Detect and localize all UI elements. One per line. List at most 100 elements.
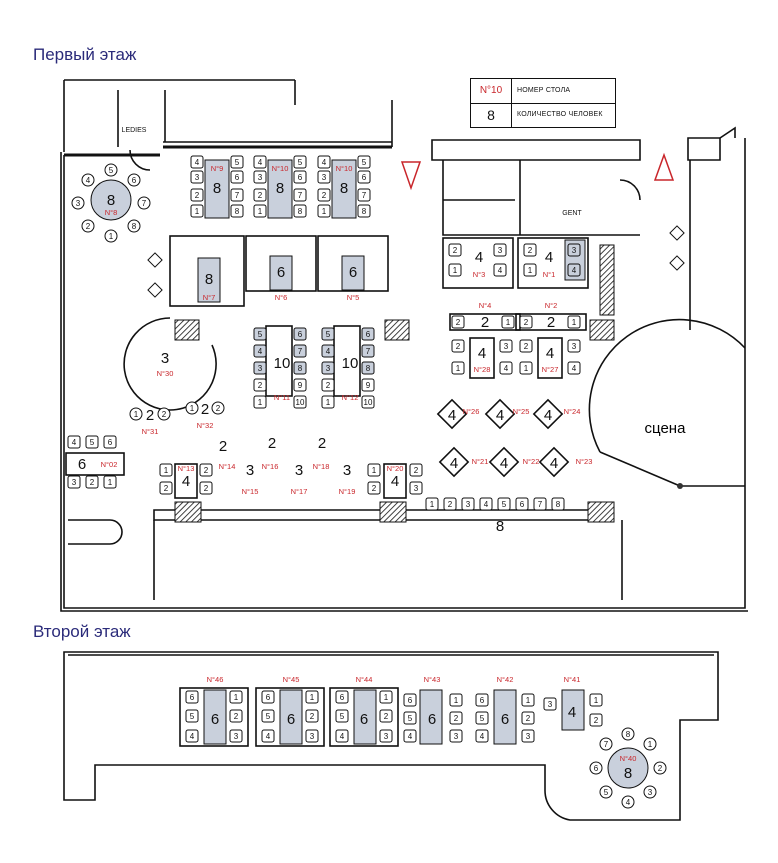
table-n30[interactable]: 3 N°30 bbox=[123, 317, 217, 411]
table-n22[interactable]: 4 N°22 bbox=[488, 446, 540, 478]
svg-text:3: 3 bbox=[310, 732, 315, 741]
stage-label: сцена bbox=[645, 420, 687, 437]
gent-room-label: GENT bbox=[562, 210, 582, 217]
table-n13[interactable]: 4 N°13 bbox=[174, 463, 198, 499]
svg-text:1: 1 bbox=[528, 266, 533, 275]
table-n10-a[interactable]: 8 N°10 bbox=[267, 159, 293, 219]
table-seats: 6 bbox=[287, 711, 295, 728]
svg-text:1: 1 bbox=[526, 696, 531, 705]
table-number: N°13 bbox=[178, 464, 195, 473]
table-number: N°28 bbox=[474, 365, 491, 374]
table-number: N°23 bbox=[576, 457, 593, 466]
table-n5[interactable]: 6 N°5 bbox=[341, 255, 365, 302]
table-n45[interactable]: 6 N°45 bbox=[255, 675, 325, 747]
chair: 8 bbox=[551, 497, 565, 511]
table-n3[interactable]: 4 N°3 bbox=[442, 237, 514, 289]
chair: 4 bbox=[567, 263, 581, 277]
table-number: N°15 bbox=[242, 487, 259, 496]
table-n23[interactable]: 4 N°23 bbox=[538, 446, 593, 478]
table-n31[interactable]: 2 N°31 bbox=[142, 407, 159, 436]
table-n25[interactable]: 4 N°25 bbox=[484, 398, 530, 430]
table-seats: 8 bbox=[276, 180, 284, 197]
first-floor-title: Первый этаж bbox=[33, 45, 137, 64]
table-n24[interactable]: 4 N°24 bbox=[532, 398, 581, 430]
svg-text:10: 10 bbox=[296, 398, 305, 407]
chair: 7 bbox=[357, 188, 371, 202]
svg-text:6: 6 bbox=[190, 693, 195, 702]
chair: 3 bbox=[567, 243, 581, 257]
svg-text:2: 2 bbox=[322, 191, 327, 200]
svg-text:4: 4 bbox=[408, 732, 413, 741]
table-number: N°12 bbox=[342, 393, 359, 402]
chair: 1 bbox=[229, 690, 243, 704]
chair: 3 bbox=[409, 481, 423, 495]
table-n44[interactable]: 6 N°44 bbox=[329, 675, 399, 747]
table-n26[interactable]: 4 N°26 bbox=[436, 398, 480, 430]
svg-text:6: 6 bbox=[366, 330, 371, 339]
table-n6[interactable]: 6 N°6 bbox=[269, 255, 293, 302]
chair: 2 bbox=[253, 378, 267, 392]
svg-text:4: 4 bbox=[484, 500, 489, 509]
table-number: N°46 bbox=[207, 675, 224, 684]
svg-text:3: 3 bbox=[384, 732, 389, 741]
bar-counter[interactable]: 8 bbox=[496, 518, 504, 535]
chair: 3 bbox=[461, 497, 475, 511]
svg-text:6: 6 bbox=[266, 693, 271, 702]
table-n11[interactable]: 10 N°11 bbox=[265, 325, 293, 402]
table-n17[interactable]: 3 N°17 bbox=[291, 462, 308, 496]
table-n46[interactable]: 6 N°46 bbox=[179, 675, 249, 747]
svg-text:1: 1 bbox=[109, 232, 114, 241]
table-n8[interactable]: 8 N°8 bbox=[90, 179, 132, 221]
table-n19[interactable]: 3 N°19 bbox=[339, 462, 356, 496]
table-n16[interactable]: 2 N°16 bbox=[262, 435, 279, 471]
table-n9[interactable]: 8 N°9 bbox=[204, 159, 230, 219]
chair: 5 bbox=[475, 711, 489, 725]
table-n21[interactable]: 4 N°21 bbox=[438, 446, 489, 478]
svg-text:2: 2 bbox=[384, 712, 389, 721]
table-n10-b[interactable]: 8 N°10 bbox=[331, 159, 357, 219]
chair: 4 bbox=[479, 497, 493, 511]
svg-text:4: 4 bbox=[72, 438, 77, 447]
table-n18[interactable]: 2 N°18 bbox=[313, 435, 330, 471]
chair: 3 bbox=[643, 785, 657, 799]
chair: 4 bbox=[475, 729, 489, 743]
legend-table-number-label: НОМЕР СТОЛА bbox=[517, 87, 571, 94]
table-n14[interactable]: 2 N°14 bbox=[219, 438, 236, 471]
table-n15[interactable]: 3 N°15 bbox=[242, 462, 259, 496]
svg-text:3: 3 bbox=[414, 484, 419, 493]
table-n12[interactable]: 10 N°12 bbox=[333, 325, 361, 402]
columns bbox=[174, 244, 615, 523]
table-number: N°18 bbox=[313, 462, 330, 471]
svg-text:7: 7 bbox=[604, 740, 609, 749]
svg-text:2: 2 bbox=[310, 712, 315, 721]
table-n2[interactable]: 2 N°2 bbox=[515, 301, 587, 331]
table-n32[interactable]: 2 N°32 bbox=[197, 401, 214, 430]
chair: 5 bbox=[357, 155, 371, 169]
chair: 4 bbox=[499, 361, 513, 375]
table-seats: 4 bbox=[448, 407, 456, 424]
chair: 1 bbox=[521, 693, 535, 707]
svg-text:5: 5 bbox=[480, 714, 485, 723]
chair: 2 bbox=[451, 315, 465, 329]
table-n42[interactable]: 6 N°42 bbox=[493, 675, 517, 745]
svg-text:6: 6 bbox=[132, 176, 137, 185]
table-n40[interactable]: 8 N°40 bbox=[607, 747, 649, 789]
chair: 6 bbox=[185, 690, 199, 704]
chair: 5 bbox=[293, 155, 307, 169]
table-n20[interactable]: 4 N°20 bbox=[383, 463, 407, 499]
table-n28[interactable]: 4 N°28 bbox=[469, 337, 495, 379]
chair: 1 bbox=[103, 475, 117, 489]
table-n41[interactable]: 4 N°41 bbox=[561, 675, 585, 731]
svg-text:10: 10 bbox=[364, 398, 373, 407]
table-n27[interactable]: 4 N°27 bbox=[537, 337, 563, 379]
table-n43[interactable]: 6 N°43 bbox=[419, 675, 443, 745]
svg-text:1: 1 bbox=[190, 404, 195, 413]
table-n7[interactable]: 8 N°7 bbox=[197, 257, 221, 303]
svg-text:5: 5 bbox=[408, 714, 413, 723]
table-seats: 6 bbox=[360, 711, 368, 728]
svg-text:6: 6 bbox=[520, 500, 525, 509]
chair: 3 bbox=[253, 170, 267, 184]
chair: 1 bbox=[129, 407, 143, 421]
svg-text:4: 4 bbox=[480, 732, 485, 741]
table-n02[interactable]: 6 N°02 bbox=[65, 452, 125, 476]
